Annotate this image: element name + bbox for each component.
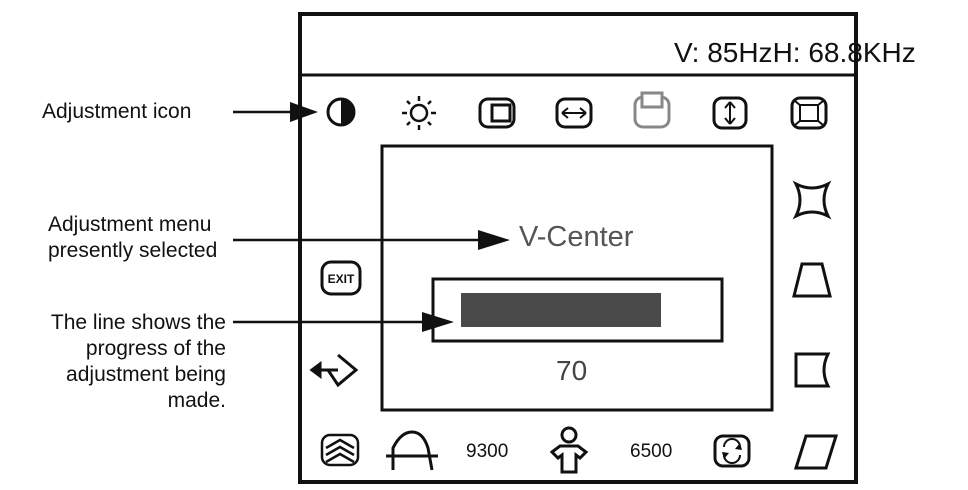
arrowhead-menu-selected [478, 230, 510, 250]
input-select-icon [309, 353, 359, 388]
arrowhead-adjustment-icon [290, 102, 318, 122]
menu-title: V-Center [519, 221, 634, 253]
rotation-icon [713, 434, 751, 468]
h-frequency: H: 68.8KHz [772, 37, 916, 68]
parallelogram-icon [793, 434, 839, 470]
callout-adjustment-icon: Adjustment icon [42, 100, 192, 123]
adjustment-value: 70 [556, 355, 588, 386]
pincushion-icon [792, 180, 832, 220]
osd-frame [298, 12, 858, 484]
v-size-icon [712, 96, 748, 130]
exit-icon: EXIT [320, 260, 362, 296]
h-position-icon [478, 97, 516, 129]
color-temp-9300-label: 9300 [466, 441, 509, 462]
contrast-icon [326, 97, 356, 127]
frequency-readout: V: 85HzH: 68.8KHz [674, 37, 916, 69]
h-size-icon [555, 97, 593, 129]
brightness-icon [402, 96, 436, 130]
zoom-icon [790, 96, 828, 130]
moire-icon [320, 433, 360, 467]
color-adjust-icon [386, 430, 438, 471]
arrowhead-progress-line [422, 312, 454, 332]
color-temp-user-icon [549, 426, 589, 474]
color-temp-6500-label: 6500 [630, 441, 673, 462]
callout-menu-line-1: Adjustment menu [48, 213, 212, 236]
menu-panel [380, 144, 774, 412]
progress-bar-fill [461, 293, 661, 327]
trapezoid-icon [792, 262, 832, 298]
callout-progress-line-4: made. [167, 389, 226, 412]
callout-progress-line-2: progress of the [85, 337, 226, 360]
v-position-icon [633, 91, 671, 129]
callout-progress-line: The line shows the progress of the adjus… [0, 310, 226, 414]
callout-progress-line-1: The line shows the [50, 311, 226, 334]
progress-box [431, 277, 724, 343]
exit-label: EXIT [328, 272, 355, 286]
v-frequency: V: 85Hz [674, 37, 773, 68]
callout-menu-selected: Adjustment menu presently selected [48, 212, 217, 264]
callout-progress-line-3: adjustment being [66, 363, 226, 386]
pin-balance-icon [794, 352, 831, 388]
callout-menu-line-2: presently selected [48, 239, 218, 262]
